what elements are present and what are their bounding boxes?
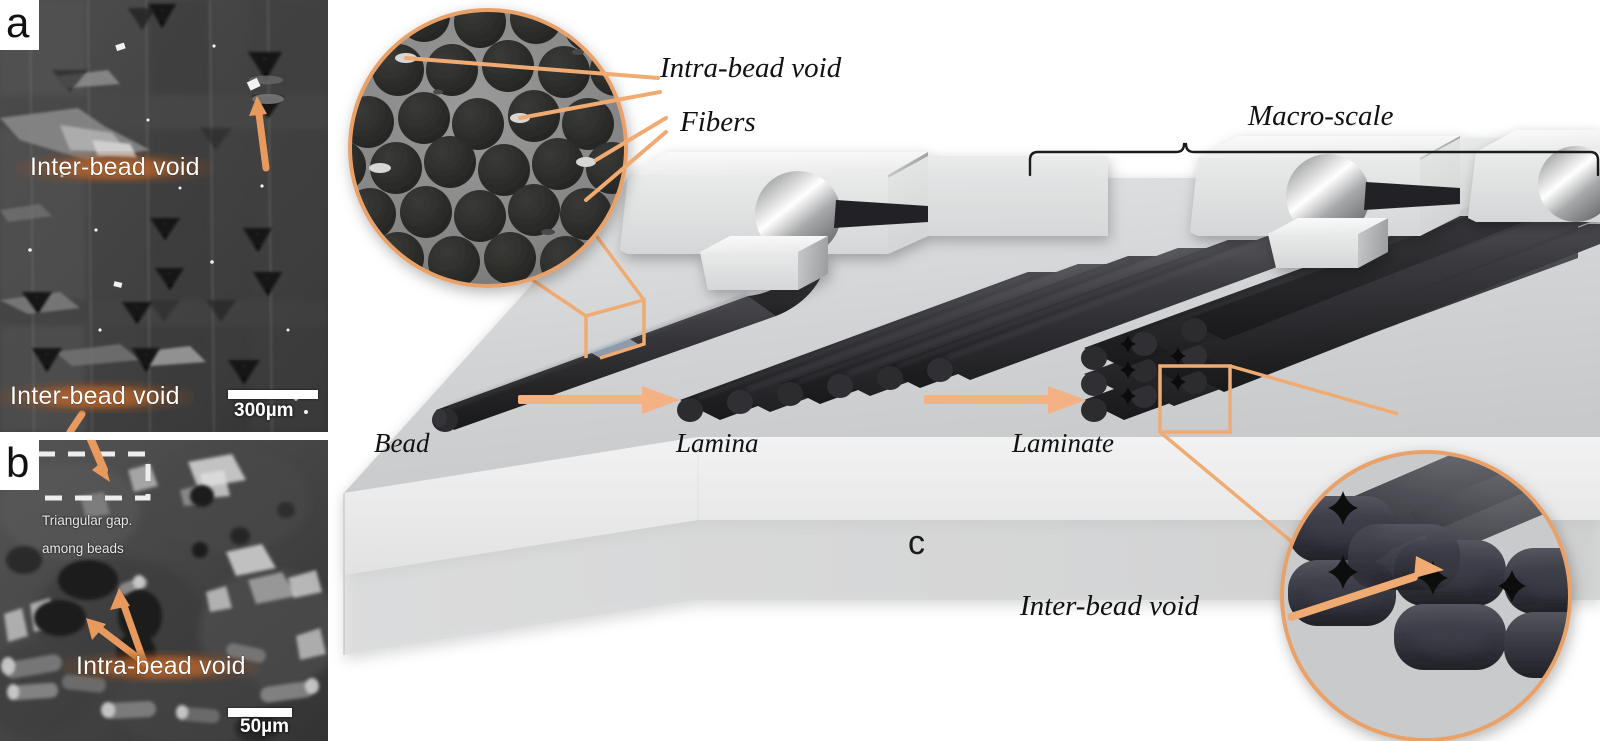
panel-c-schematic: Intra-bead void Fibers Inter-bead void M… <box>328 0 1600 741</box>
panel-c-illustration <box>328 0 1600 741</box>
meso-scale-inset <box>1280 450 1572 741</box>
micro-label-leaders <box>404 56 668 202</box>
laminate-stack <box>1081 172 1600 422</box>
macro-scale-label: Macro-scale <box>1248 100 1394 132</box>
panel-b-label-triangular-gap-line2: among beads <box>42 541 124 556</box>
panel-b-sem-micrograph: b Triangular gap. among beads Intra-bead… <box>0 440 328 741</box>
pulley-3 <box>1538 146 1600 222</box>
panel-b-dashed-box <box>38 451 151 501</box>
panel-a-label-inter-bead-void-top: Inter-bead void <box>16 151 214 184</box>
macro-scale-bracket <box>1028 142 1600 177</box>
callout-label-fibers: Fibers <box>680 106 756 138</box>
pulley-2 <box>1286 154 1370 238</box>
pulley-1 <box>755 171 841 257</box>
micro-scale-inset <box>348 8 628 288</box>
panel-c-letter: c <box>908 524 925 562</box>
stage-label-lamina: Lamina <box>676 428 759 458</box>
panel-a-arrow-top <box>249 96 270 172</box>
panel-b-letter: b <box>0 440 40 490</box>
panel-a-label-inter-bead-void-bottom: Inter-bead void <box>0 380 194 413</box>
panel-a-image <box>0 0 328 432</box>
panel-b-scale-bar-text: 50µm <box>240 716 289 737</box>
stage-label-bead: Bead <box>374 428 430 458</box>
panel-b-label-triangular-gap-line1: Triangular gap. <box>42 513 133 528</box>
panel-b-arrow-top <box>86 440 110 482</box>
flow-arrow-1 <box>518 386 680 414</box>
print-head-1 <box>620 152 1108 290</box>
panel-a-arrow-bottom <box>66 410 86 432</box>
inter-bead-void-arrow <box>1287 556 1444 622</box>
panel-a-letter: a <box>0 0 40 50</box>
panel-a-scale-bar-text: 300µm <box>234 400 294 421</box>
stage-label-laminate: Laminate <box>1012 428 1115 458</box>
panel-b-scale-bar <box>228 708 292 717</box>
micro-sample-highlight <box>590 338 638 358</box>
panel-b-image <box>0 440 328 741</box>
callout-label-intra-bead-void: Intra-bead void <box>660 52 842 84</box>
meso-inter-bead-voids <box>1328 491 1526 602</box>
lamina-beads <box>677 198 1388 422</box>
print-head-3 <box>1468 130 1600 222</box>
flow-arrow-2 <box>924 386 1086 414</box>
panel-b-label-intra-bead-void: Intra-bead void <box>62 650 260 683</box>
callout-label-inter-bead-void: Inter-bead void <box>1020 590 1199 622</box>
inter-bead-voids-endface <box>1120 335 1186 405</box>
panel-a-sem-micrograph: a Inter-bead void Inter-bead void 300µm <box>0 0 328 432</box>
panel-a-scale-bar <box>228 390 318 399</box>
